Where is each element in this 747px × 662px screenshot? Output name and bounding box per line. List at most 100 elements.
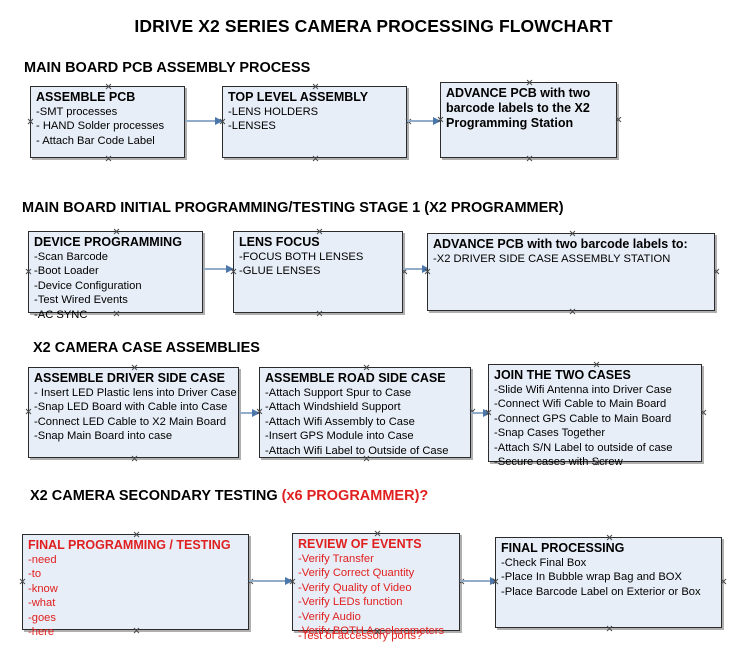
resize-handle-top[interactable] <box>133 531 140 538</box>
node-final-programming-testing[interactable]: FINAL PROGRAMMING / TESTING -need -to -k… <box>19 531 249 638</box>
node-line: -AC SYNC <box>34 308 88 321</box>
section-heading-main-board-pcb-assembly-process: MAIN BOARD PCB ASSEMBLY PROCESS <box>24 60 310 76</box>
resize-handle-bottom[interactable] <box>131 455 138 462</box>
node-join-the-two-cases[interactable]: JOIN THE TWO CASES -Slide Wifi Antenna i… <box>485 361 702 468</box>
node-assemble-road-side-case[interactable]: ASSEMBLE ROAD SIDE CASE -Attach Support … <box>259 367 471 458</box>
resize-handle-top[interactable] <box>312 83 319 90</box>
resize-handle-top[interactable] <box>363 364 370 371</box>
resize-handle-top[interactable] <box>316 228 323 235</box>
node-header: FINAL PROGRAMMING / TESTING <box>28 538 231 552</box>
resize-handle-right[interactable] <box>615 116 622 123</box>
page-title: IDRIVE X2 SERIES CAMERA PROCESSING FLOWC… <box>134 16 613 36</box>
node-line: -Check Final Box <box>501 557 587 569</box>
node-line: -Verify Quality of Video <box>298 581 412 594</box>
resize-handle-top[interactable] <box>374 530 381 537</box>
node-line: -Attach Wifi Assembly to Case <box>265 415 415 428</box>
resize-handle-right[interactable] <box>713 268 720 275</box>
node-advance-pcb-to-x2-programming-station[interactable]: ADVANCE PCB with two barcode labels to t… <box>440 82 617 158</box>
connector-assemble-pcb-to-top-level-assembly <box>185 116 223 125</box>
node-line: -Test Wired Events <box>34 294 128 307</box>
node-assemble-driver-side-case[interactable]: ASSEMBLE DRIVER SIDE CASE - Insert LED P… <box>28 367 239 458</box>
node-line: -Attach Wifi Label to Outside of Case <box>265 444 449 457</box>
resize-handle-bottom[interactable] <box>526 155 533 162</box>
node-line: - Insert LED Plastic lens into Driver Ca… <box>34 387 237 399</box>
section-heading-text: MAIN BOARD PCB ASSEMBLY PROCESS <box>24 60 311 76</box>
node-header: ASSEMBLE DRIVER SIDE CASE <box>34 371 226 385</box>
resize-handle-left[interactable] <box>25 268 32 275</box>
node-line: -Slide Wifi Antenna into Driver Case <box>494 384 672 396</box>
node-header: JOIN THE TWO CASES <box>494 368 631 382</box>
resize-handle-left[interactable] <box>230 268 237 275</box>
node-header: ADVANCE PCB with two barcode labels to: <box>433 237 688 251</box>
node-line: -Verify BOTH Accelerometers <box>298 625 445 638</box>
resize-handle-left[interactable] <box>492 578 499 585</box>
node-line: -Attach S/N Label to outside of case <box>494 441 673 454</box>
node-line: -Connect Wifi Cable to Main Board <box>494 398 667 411</box>
resize-handle-top[interactable] <box>526 79 533 86</box>
resize-handle-left[interactable] <box>19 578 26 585</box>
section-heading-main-board-initial-programming-testing-stage-1: MAIN BOARD INITIAL PROGRAMMING/TESTING S… <box>22 200 564 216</box>
node-lens-focus[interactable]: LENS FOCUS -FOCUS BOTH LENSES -GLUE LENS… <box>233 231 403 313</box>
resize-handle-right[interactable] <box>720 578 727 585</box>
node-line: -goes <box>28 611 56 624</box>
node-line: -Verify Audio <box>298 610 361 623</box>
node-line: -Connect GPS Cable to Main Board <box>494 412 672 425</box>
resize-handle-bottom[interactable] <box>113 310 120 317</box>
resize-handle-bottom[interactable] <box>105 155 112 162</box>
resize-handle-bottom[interactable] <box>363 455 370 462</box>
resize-handle-top[interactable] <box>606 534 613 541</box>
section-heading-x2-camera-case-assemblies: X2 CAMERA CASE ASSEMBLIES <box>33 340 260 356</box>
resize-handle-top[interactable] <box>105 83 112 90</box>
resize-handle-left[interactable] <box>219 118 226 125</box>
node-header: ADVANCE PCB with two barcode labels to t… <box>446 86 591 130</box>
node-header: TOP LEVEL ASSEMBLY <box>228 90 369 104</box>
resize-handle-top[interactable] <box>593 361 600 368</box>
node-line: -Device Configuration <box>34 279 142 292</box>
section-heading-suffix: (x6 PROGRAMMER)? <box>281 488 429 504</box>
resize-handle-left[interactable] <box>424 268 431 275</box>
node-advance-pcb-to-driver-side-case-assembly[interactable]: ADVANCE PCB with two barcode labels to: … <box>427 233 715 311</box>
node-line: -Snap Main Board into case <box>34 430 173 443</box>
resize-handle-bottom[interactable] <box>569 308 576 315</box>
resize-handle-bottom[interactable] <box>593 459 600 466</box>
resize-handle-bottom[interactable] <box>312 155 319 162</box>
node-line: -X2 DRIVER SIDE CASE ASSEMBLY STATION <box>433 253 671 265</box>
resize-handle-left[interactable] <box>437 116 444 123</box>
resize-handle-left[interactable] <box>25 408 32 415</box>
node-line: -to <box>28 568 42 581</box>
node-device-programming[interactable]: DEVICE PROGRAMMING -Scan Barcode -Boot L… <box>25 228 203 321</box>
node-header: ASSEMBLE PCB <box>36 90 136 104</box>
resize-handle-right[interactable] <box>700 409 707 416</box>
node-line: -SMT processes <box>36 106 118 118</box>
node-line: -Insert GPS Module into Case <box>265 430 414 443</box>
node-line: -Place In Bubble wrap Bag and BOX <box>501 571 682 584</box>
node-final-processing[interactable]: FINAL PROCESSING -Check Final Box -Place… <box>495 537 722 628</box>
resize-handle-bottom[interactable] <box>133 627 140 634</box>
resize-handle-left[interactable] <box>289 578 296 585</box>
resize-handle-bottom[interactable] <box>606 625 613 632</box>
node-line: -here <box>28 626 55 639</box>
section-heading-text: X2 CAMERA CASE ASSEMBLIES <box>33 340 260 356</box>
node-assemble-pcb[interactable]: ASSEMBLE PCB -SMT processes - HAND Solde… <box>30 86 185 158</box>
resize-handle-left[interactable] <box>485 409 492 416</box>
resize-handle-bottom[interactable] <box>374 628 381 635</box>
resize-handle-top[interactable] <box>113 228 120 235</box>
connector-device-programming-to-lens-focus <box>203 264 234 273</box>
node-line: -Boot Loader <box>34 265 99 278</box>
node-line: -what <box>28 597 56 610</box>
node-line: -Verify Correct Quantity <box>298 567 415 580</box>
node-line: -Connect LED Cable to X2 Main Board <box>34 415 227 428</box>
node-review-of-events[interactable]: REVIEW OF EVENTS -Verify Transfer -Verif… <box>289 530 460 642</box>
node-top-level-assembly[interactable]: TOP LEVEL ASSEMBLY -LENS HOLDERS -LENSES <box>222 86 407 158</box>
node-line: -Secure cases with Screw <box>494 456 623 469</box>
node-line: -Attach Support Spur to Case <box>265 387 412 399</box>
resize-handle-top[interactable] <box>569 230 576 237</box>
node-overflow-line: -Test of accessory ports? <box>298 629 423 642</box>
resize-handle-bottom[interactable] <box>316 310 323 317</box>
resize-handle-top[interactable] <box>131 364 138 371</box>
resize-handle-left[interactable] <box>256 408 263 415</box>
node-line: -Scan Barcode <box>34 251 109 263</box>
resize-handle-left[interactable] <box>27 118 34 125</box>
node-header: DEVICE PROGRAMMING <box>34 235 182 249</box>
